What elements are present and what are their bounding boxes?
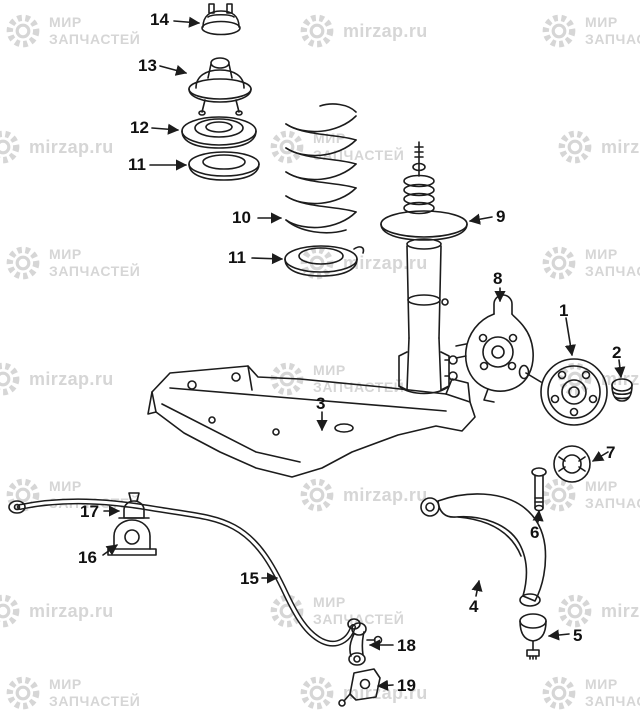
part-11-upper-pad-drawing (188, 151, 260, 181)
callout-7: 7 (606, 443, 616, 462)
watermark-site-text: mirzap.ru (29, 600, 114, 621)
callout-14: 14 (150, 10, 169, 29)
part-1-hub-drawing (518, 358, 608, 426)
callout-4: 4 (469, 597, 479, 616)
part-4-control-arm-drawing (420, 493, 547, 607)
gear-logo-icon (542, 676, 576, 710)
gear-logo-icon (542, 478, 576, 512)
callout-6: 6 (530, 523, 540, 542)
gear-logo-icon (6, 478, 40, 512)
callout-9: 9 (496, 207, 506, 226)
watermark-site: mirzap.ru (298, 674, 428, 711)
callout-18: 18 (397, 636, 416, 655)
part-5-ball-joint-drawing (519, 613, 547, 660)
callout-3: 3 (316, 394, 326, 413)
watermark-site: mirzap.ru (556, 128, 640, 166)
part-12-spring-seat-drawing (181, 116, 257, 149)
callout-12: 12 (130, 118, 149, 137)
gear-logo-icon (0, 362, 20, 396)
gear-logo-icon (6, 676, 40, 710)
part-11-lower-pad-drawing (284, 245, 365, 277)
part-19-link-bracket-drawing (338, 668, 381, 707)
gear-logo-icon (558, 130, 592, 164)
watermark-site-text: mirzap.ru (343, 252, 428, 273)
watermark-site: mirzap.ru (0, 592, 114, 630)
callout-10: 10 (232, 208, 251, 227)
part-15-stabilizer-bar-drawing (8, 498, 361, 647)
callout-8: 8 (493, 269, 503, 288)
part-6-bolt-drawing (531, 467, 547, 512)
part-2-cap-drawing (611, 378, 633, 402)
callout-leader-arrows (102, 16, 626, 691)
part-3-crossmember-drawing (147, 365, 476, 478)
gear-logo-icon (0, 594, 20, 628)
watermark-site: mirzap.ru (0, 360, 114, 398)
gear-logo-icon (6, 246, 40, 280)
callout-11-lower: 11 (228, 248, 246, 267)
part-13-strut-mount-drawing (188, 57, 252, 116)
part-10-coil-spring-drawing (285, 103, 357, 234)
part-17-clamp-drawing (118, 492, 150, 519)
part-9-strut-drawing (380, 141, 468, 395)
callout-17: 17 (80, 502, 99, 521)
gear-logo-icon (270, 130, 304, 164)
gear-logo-icon (558, 594, 592, 628)
watermark-site-text: mirzap.ru (343, 682, 428, 703)
callout-2: 2 (612, 343, 622, 362)
gear-logo-icon (0, 130, 20, 164)
callout-13: 13 (138, 56, 157, 75)
watermark-site-text: mirzap.ru (343, 20, 428, 41)
watermark-site-text: mirzap.ru (601, 600, 640, 621)
part-7-bushing-drawing (553, 445, 591, 483)
callout-19: 19 (397, 676, 416, 695)
gear-logo-icon (300, 14, 334, 48)
callout-11-upper: 11 (128, 155, 146, 174)
watermark-site: mirzap.ru (0, 128, 114, 166)
gear-logo-icon (542, 14, 576, 48)
watermark-site: mirzap.ru (298, 12, 428, 50)
callout-5: 5 (573, 626, 583, 645)
watermark-site-text: mirzap.ru (29, 368, 114, 389)
watermark-site: mirzap.ru (556, 592, 640, 630)
watermark-site: mirzap.ru (298, 476, 428, 514)
gear-logo-icon (542, 246, 576, 280)
gear-logo-icon (6, 14, 40, 48)
part-8-knuckle-drawing (455, 294, 534, 403)
part-14-mount-cap-drawing (201, 3, 241, 36)
gear-logo-icon (300, 676, 334, 710)
watermark-site-text: mirzap.ru (601, 136, 640, 157)
watermark-site-text: mirzap.ru (343, 484, 428, 505)
callout-1: 1 (559, 301, 569, 320)
callout-16: 16 (78, 548, 97, 567)
watermark-site-text: mirzap.ru (29, 136, 114, 157)
callout-15: 15 (240, 569, 259, 588)
gear-logo-icon (300, 478, 334, 512)
